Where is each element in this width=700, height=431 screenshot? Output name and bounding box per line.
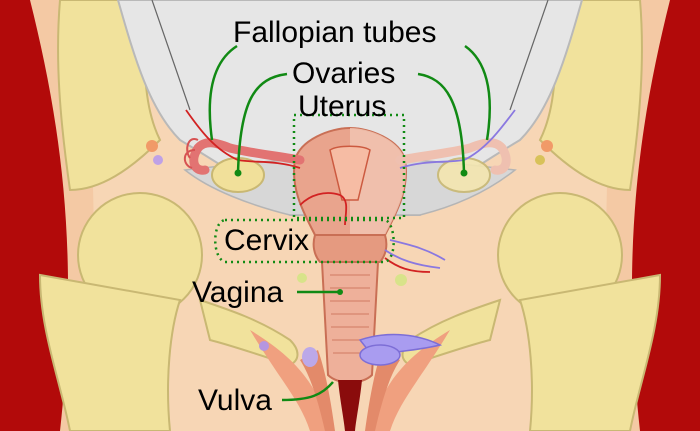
venous-plexus-right [384,239,446,269]
gland-small [259,341,269,351]
uterus-dotted-outline [292,113,406,220]
labia-right [365,350,400,431]
leader-lines [208,44,491,402]
vestibular-gland [302,347,318,367]
vagina-marker [337,289,343,295]
leader-ovaries-left [236,72,288,174]
left-vessel-dot [153,155,163,165]
leader-fallopian-left [208,44,238,141]
label-vagina: Vagina [192,276,284,309]
ovary-marker-left [234,169,242,177]
cervix [312,234,388,263]
nerve-dot-left [297,273,307,283]
ovary-marker-right [460,169,468,177]
label-fallopian-tubes: Fallopian tubes [233,16,436,49]
right-vessel-dot [535,155,545,165]
suspensory-line-right [509,0,549,111]
right-ureter [541,140,553,152]
right-femur [518,273,662,431]
left-fimbriae [183,138,199,169]
leader-ovaries-right [417,72,466,174]
leader-vulva [281,381,334,402]
label-ovaries: Ovaries [292,57,395,90]
label-vulva: Vulva [198,384,272,417]
label-uterus: Uterus [298,90,386,123]
vagina [320,261,380,384]
labia-left [300,350,335,431]
vestibular-bulb [359,344,401,366]
suspensory-line-left [151,0,191,111]
uterine-cavity [329,145,371,201]
left-ureter [146,140,158,152]
left-femur [38,273,182,431]
label-cervix: Cervix [224,224,309,257]
nerve-dot-right [395,274,407,286]
uterine-artery [299,192,348,226]
vulva [338,380,362,431]
leader-fallopian-right [464,44,491,141]
cervix-dotted-outline [214,218,395,264]
perineum-flesh [250,330,450,431]
